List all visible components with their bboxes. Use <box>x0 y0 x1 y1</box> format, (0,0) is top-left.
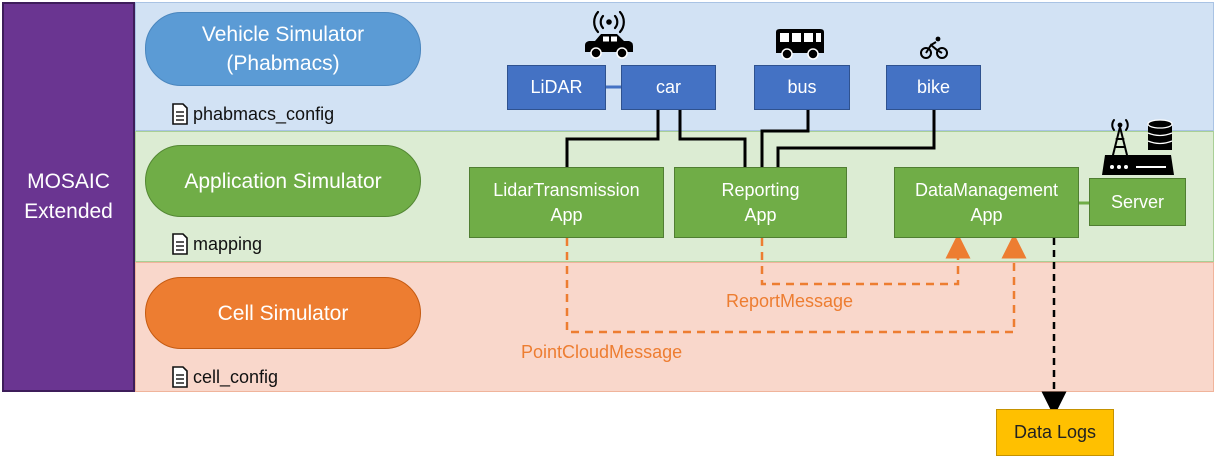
report-message-arrow <box>760 233 971 286</box>
document-icon <box>172 366 188 388</box>
vehicle-simulator-label: Vehicle Simulator (Phabmacs) <box>201 23 365 75</box>
reporting-app-label: Reporting App <box>721 179 800 225</box>
bike-icon <box>920 36 948 59</box>
lidartransmission-app-label: LidarTransmission App <box>493 179 640 225</box>
document-icon <box>172 233 188 255</box>
car-node-label: car <box>655 77 681 97</box>
lidartransmission-app: LidarTransmission App <box>469 167 664 238</box>
mosaic-label: MOSAIC Extended <box>24 170 113 223</box>
mapping-config-label: mapping <box>193 233 263 254</box>
cell-config-file: cell_config <box>172 364 278 390</box>
datamanagement-app-label: DataManagement App <box>914 179 1059 225</box>
mosaic-extended-panel: MOSAIC Extended <box>2 2 135 392</box>
bus-reporting-link <box>760 110 810 167</box>
car-lidartransmission-link <box>565 110 660 167</box>
database-icon <box>1147 119 1173 150</box>
phabmacs-config-label: phabmacs_config <box>193 103 335 124</box>
bike-node: bike <box>886 65 981 110</box>
lidar-node: LiDAR <box>507 65 606 110</box>
server-label: Server <box>1110 191 1164 212</box>
bus-icon <box>776 29 824 60</box>
car-node: car <box>621 65 716 110</box>
antenna-icon <box>1111 119 1129 156</box>
cell-simulator-label: Cell Simulator <box>217 301 349 325</box>
report-message-label: ReportMessage <box>726 291 854 311</box>
phabmacs-config-file: phabmacs_config <box>172 101 334 127</box>
car-reporting-link <box>678 110 747 167</box>
server-icon <box>1102 119 1174 175</box>
car-icon <box>585 34 633 59</box>
data-logs-box: Data Logs <box>996 409 1114 456</box>
data-logs-label: Data Logs <box>1013 422 1097 442</box>
server-node: Server <box>1089 178 1186 226</box>
reporting-app: Reporting App <box>674 167 847 238</box>
document-icon <box>172 103 188 125</box>
bus-node: bus <box>754 65 850 110</box>
application-simulator-pill: Application Simulator <box>145 145 421 217</box>
point-cloud-message-label: PointCloudMessage <box>521 342 683 362</box>
wireless-car-icon <box>585 10 633 59</box>
vehicle-simulator-pill: Vehicle Simulator (Phabmacs) <box>145 12 421 86</box>
bike-node-label: bike <box>916 77 951 97</box>
lidar-node-label: LiDAR <box>530 77 583 97</box>
mapping-config-file: mapping <box>172 231 262 257</box>
cell-simulator-pill: Cell Simulator <box>145 277 421 349</box>
point-cloud-message-arrow <box>565 233 1027 334</box>
cell-config-label: cell_config <box>193 366 279 387</box>
datamanagement-app: DataManagement App <box>894 167 1079 238</box>
bus-node-label: bus <box>787 77 817 97</box>
wireless-icon <box>593 10 625 34</box>
bike-reporting-link <box>776 110 936 167</box>
application-simulator-label: Application Simulator <box>184 169 382 193</box>
